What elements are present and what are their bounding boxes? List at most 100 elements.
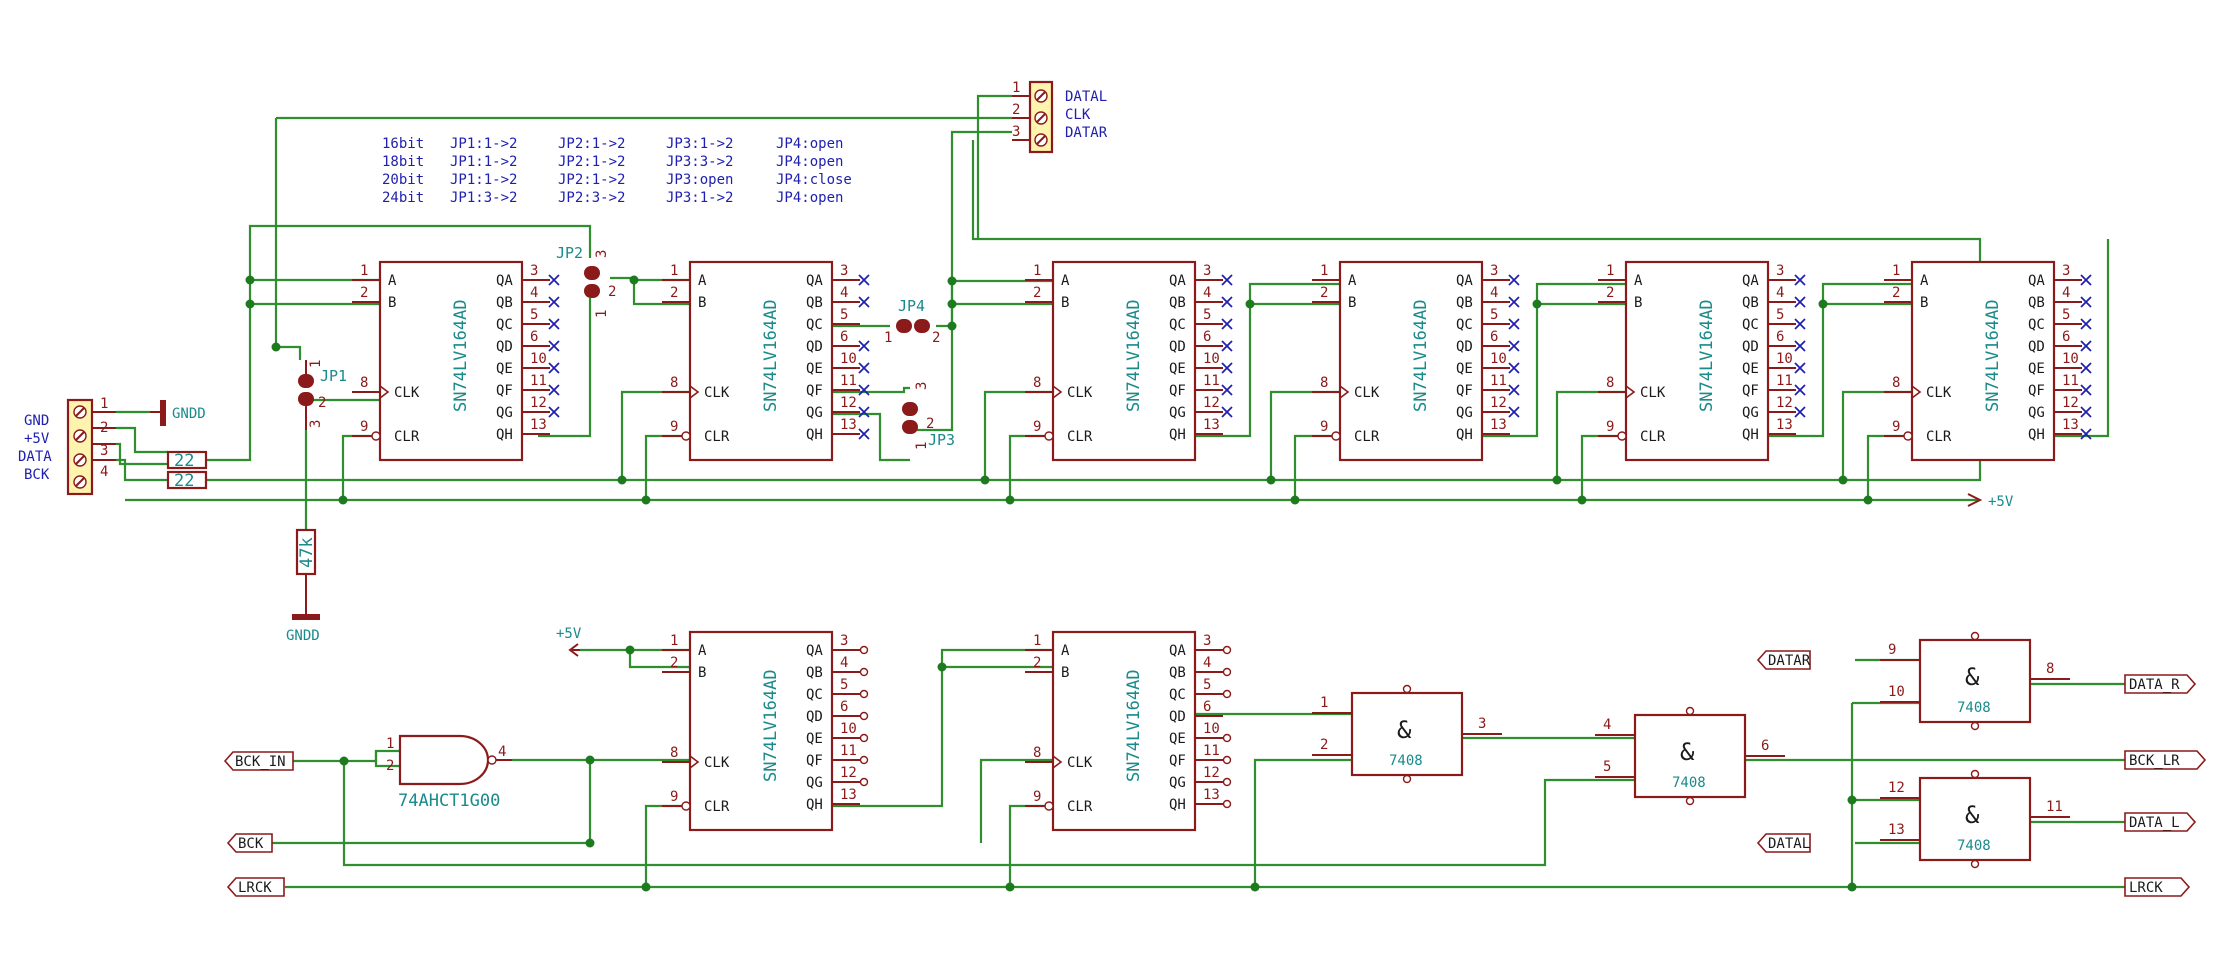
- sr4-pin-qa: QA: [1456, 273, 1473, 289]
- jumper-jp1-pin-2: 2: [318, 395, 326, 411]
- note-24bit-jp2: JP2:3->2: [558, 190, 625, 206]
- jumper-jp3-ref: JP3: [928, 431, 955, 449]
- sr2-pin-qf: QF: [806, 383, 823, 399]
- note-24bit-jp3: JP3:1->2: [666, 190, 733, 206]
- sr3-pin-qd: QD: [1169, 339, 1186, 355]
- sr2-pin-num-13: 13: [840, 417, 857, 433]
- sr5-pin-qg: QG: [1742, 405, 1759, 421]
- sr3-pin-num-11: 11: [1203, 373, 1220, 389]
- sr3-pin-qh: QH: [1169, 427, 1186, 443]
- sr8-pin-qg: QG: [1169, 775, 1186, 791]
- gnd-label-bottom: GNDD: [286, 628, 320, 644]
- sr1-pin-num-13: 13: [530, 417, 547, 433]
- sr2-pin-qh: QH: [806, 427, 823, 443]
- jumper-jp2-pin-1: 1: [594, 310, 610, 318]
- jumper-jp1-ref: JP1: [320, 367, 347, 385]
- sr6-pin-num-8: 8: [1892, 375, 1900, 391]
- sr3-pin-clk: CLK: [1067, 385, 1093, 401]
- label-data-l-text: DATA_L: [2129, 815, 2180, 831]
- sr5-pin-num-10: 10: [1776, 351, 1793, 367]
- sr1-pin-qd: QD: [496, 339, 513, 355]
- sr4-pin-num-1: 1: [1320, 263, 1328, 279]
- sr6-pin-num-6: 6: [2062, 329, 2070, 345]
- label-datal-text: DATAL: [1768, 836, 1810, 852]
- sr4-pin-num-2: 2: [1320, 285, 1328, 301]
- sr4-pin-a: A: [1348, 273, 1357, 289]
- and-gate-4-value: 7408: [1957, 838, 1991, 854]
- sr6-pin-clk: CLK: [1926, 385, 1952, 401]
- sr8-pin-num-5: 5: [1203, 677, 1211, 693]
- shift-register-5-value: SN74LV164AD: [1697, 299, 1717, 412]
- sr3-pin-qe: QE: [1169, 361, 1186, 377]
- sr7-pin-num-4: 4: [840, 655, 848, 671]
- sr1-pin-num-6: 6: [530, 329, 538, 345]
- sr8-pin-num-1: 1: [1033, 633, 1041, 649]
- sr7-pin-a: A: [698, 643, 707, 659]
- sr2-pin-num-12: 12: [840, 395, 857, 411]
- sr3-pin-num-3: 3: [1203, 263, 1211, 279]
- sr6-pin-num-3: 3: [2062, 263, 2070, 279]
- nand-pin-4: 4: [498, 744, 506, 760]
- sr6-pin-b: B: [1920, 295, 1928, 311]
- label-data-r: DATA_R: [2124, 674, 2197, 694]
- and-gate-2-symbol: &: [1680, 738, 1695, 766]
- sr5-pin-num-13: 13: [1776, 417, 1793, 433]
- sr8-pin-a: A: [1061, 643, 1070, 659]
- sr2-pin-clr: CLR: [704, 429, 730, 445]
- sr3-pin-a: A: [1061, 273, 1070, 289]
- connector-left-pin-3: 3: [100, 443, 108, 459]
- sr1-pin-qe: QE: [496, 361, 513, 377]
- sr1-pin-clk: CLK: [394, 385, 420, 401]
- resistor-22-b: 22: [166, 470, 208, 491]
- sr1-pin-num-10: 10: [530, 351, 547, 367]
- sr5-pin-qd: QD: [1742, 339, 1759, 355]
- sr3-pin-num-13: 13: [1203, 417, 1220, 433]
- sr3-pin-num-6: 6: [1203, 329, 1211, 345]
- sr4-pin-qe: QE: [1456, 361, 1473, 377]
- shift-register-3: SN74LV164AD1A2B8CLK9CLR3QA4QB5QC6QD10QE1…: [1025, 260, 1233, 462]
- sr5-pin-qh: QH: [1742, 427, 1759, 443]
- note-18bit-width: 18bit: [382, 154, 424, 170]
- and-gate-4-pin-12: 12: [1888, 780, 1905, 796]
- sr7-pin-qg: QG: [806, 775, 823, 791]
- sr4-pin-qf: QF: [1456, 383, 1473, 399]
- sr8-pin-clk: CLK: [1067, 755, 1093, 771]
- sr7-pin-num-12: 12: [840, 765, 857, 781]
- sr1-pin-num-2: 2: [360, 285, 368, 301]
- sr1-pin-a: A: [388, 273, 397, 289]
- jumper-jp1-pin-3: 3: [308, 420, 324, 428]
- sr3-pin-clr: CLR: [1067, 429, 1093, 445]
- sr7-pin-qc: QC: [806, 687, 823, 703]
- sr5-pin-num-3: 3: [1776, 263, 1784, 279]
- and-gate-4-pin-13: 13: [1888, 822, 1905, 838]
- sr7-pin-qf: QF: [806, 753, 823, 769]
- shift-register-7-value: SN74LV164AD: [761, 669, 781, 782]
- sr6-pin-qb: QB: [2028, 295, 2045, 311]
- and-gate-3-symbol: &: [1965, 663, 1980, 691]
- sr6-pin-qd: QD: [2028, 339, 2045, 355]
- connector-left: 1 2 3 4 GND +5V DATA BCK: [18, 396, 116, 496]
- connector-top-pin-3: 3: [1012, 124, 1020, 140]
- and-gate-1-pin-2: 2: [1320, 737, 1328, 753]
- sr8-pin-num-11: 11: [1203, 743, 1220, 759]
- sr5-pin-a: A: [1634, 273, 1643, 289]
- and-gate-2-pin-4: 4: [1603, 717, 1611, 733]
- vcc-lower: +5V: [556, 626, 582, 657]
- jumper-jp2-pin-2: 2: [608, 284, 616, 300]
- sr7-pin-num-13: 13: [840, 787, 857, 803]
- sr2-pin-clk: CLK: [704, 385, 730, 401]
- sr1-pin-qc: QC: [496, 317, 513, 333]
- vcc-label-rail: +5V: [1988, 494, 2014, 510]
- sr7-pin-qd: QD: [806, 709, 823, 725]
- jumper-jp4: JP4 1 2: [884, 297, 940, 346]
- vcc-label-lower: +5V: [556, 626, 582, 642]
- sr5-pin-num-4: 4: [1776, 285, 1784, 301]
- sr5-pin-b: B: [1634, 295, 1642, 311]
- label-datar: DATAR: [1756, 650, 1811, 670]
- sr5-pin-num-2: 2: [1606, 285, 1614, 301]
- sr4-pin-qc: QC: [1456, 317, 1473, 333]
- connector-left-label-gnd: GND: [24, 413, 49, 429]
- sr2-pin-num-6: 6: [840, 329, 848, 345]
- sr4-pin-num-8: 8: [1320, 375, 1328, 391]
